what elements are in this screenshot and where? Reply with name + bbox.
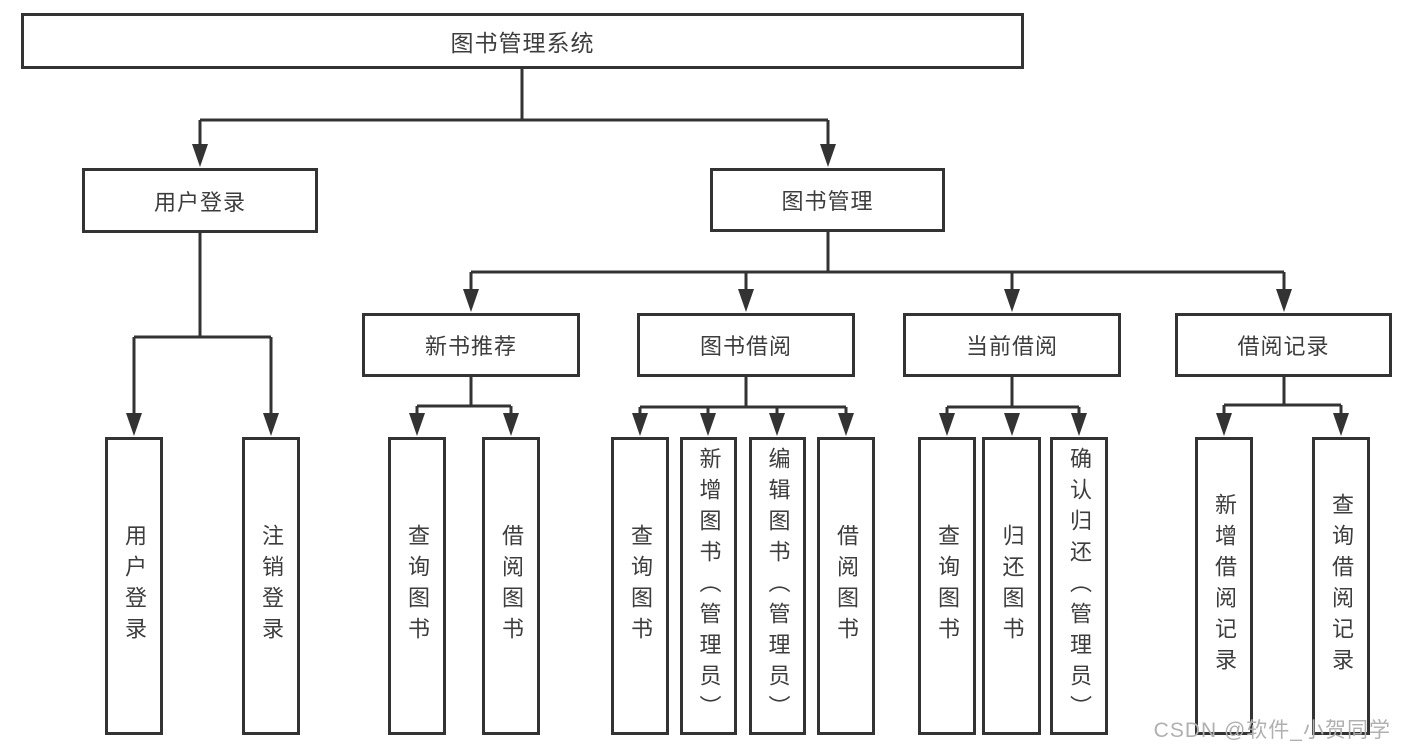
leaf-edit-books-admin: 编辑图书（管理员） [749,437,806,735]
node-label: 图书管理 [781,189,874,214]
leaf-add-books-admin: 新增图书（管理员） [680,437,737,735]
node-label: 新增借阅记录 [1212,493,1237,679]
node-label: 新书推荐 [424,334,517,359]
leaf-query-books-current: 查询图书 [918,437,976,735]
node-book-borrowing: 图书借阅 [637,313,855,377]
leaf-query-books-recommend: 查询图书 [388,437,446,735]
node-label: 图书管理系统 [450,30,595,56]
node-book-management: 图书管理 [710,168,945,232]
node-current-borrowing: 当前借阅 [903,313,1121,377]
node-user-login: 用户登录 [82,168,318,233]
node-label: 查询图书 [405,524,430,648]
leaf-logout: 注销登录 [242,437,300,735]
node-library-management-system: 图书管理系统 [21,13,1024,69]
csdn-watermark: CSDN @软件_小贺同学 [1153,719,1391,742]
node-label: 图书借阅 [699,334,792,359]
leaf-query-books-borrowing: 查询图书 [611,437,669,735]
leaf-user-login: 用户登录 [105,437,163,735]
leaf-return-books: 归还图书 [982,437,1041,735]
leaf-query-borrow-record: 查询借阅记录 [1312,437,1370,735]
leaf-confirm-return-admin: 确认归还（管理员） [1050,437,1108,735]
leaf-borrow-books-recommend: 借阅图书 [482,437,540,735]
node-label: 当前借阅 [965,334,1058,359]
node-label: 编辑图书（管理员） [765,446,791,726]
node-label: 确认归还（管理员） [1067,446,1092,726]
node-label: 用户登录 [122,524,147,648]
node-label: 注销登录 [259,524,284,648]
leaf-borrow-books: 借阅图书 [817,437,875,735]
node-label: 借阅记录 [1237,334,1330,359]
node-label: 借阅图书 [834,524,859,648]
node-label: 查询借阅记录 [1329,493,1354,679]
leaf-add-borrow-record: 新增借阅记录 [1195,437,1253,735]
node-label: 借阅图书 [499,524,524,648]
node-label: 新增图书（管理员） [696,446,722,726]
node-label: 用户登录 [153,189,246,215]
node-label: 查询图书 [935,524,960,648]
node-label: 查询图书 [628,524,653,648]
node-new-book-recommendation: 新书推荐 [362,313,580,377]
node-borrowing-records: 借阅记录 [1175,313,1392,377]
node-label: 归还图书 [999,524,1025,648]
